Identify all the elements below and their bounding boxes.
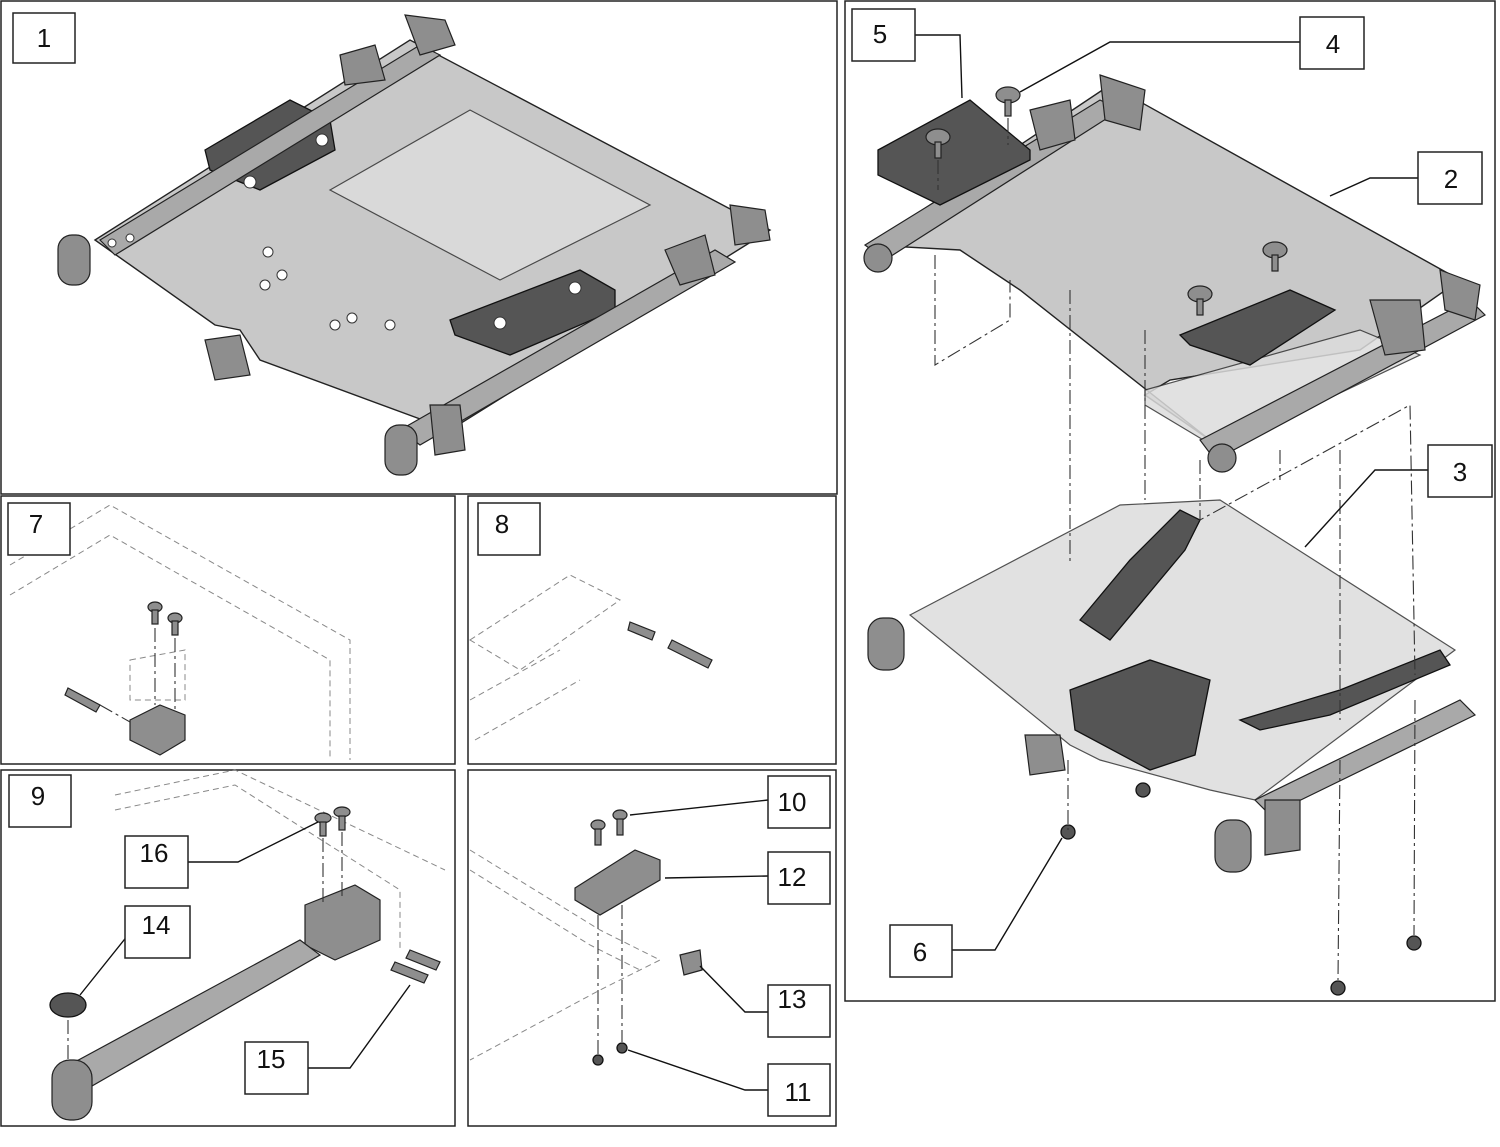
panel-7-number: 7 xyxy=(29,509,43,539)
callout-2: 2 xyxy=(1417,151,1483,205)
panel-7-drawing xyxy=(9,504,351,760)
panel-9-frame xyxy=(0,769,456,1127)
callout-11: 11 xyxy=(767,1063,831,1117)
callout-15-text: 15 xyxy=(257,1044,286,1074)
panel-8-frame xyxy=(467,495,837,765)
callout-10: 10 xyxy=(767,775,831,829)
panel-9-drawing xyxy=(49,769,446,1121)
panel-9-number: 9 xyxy=(31,781,45,811)
panel-8-drawing xyxy=(469,574,713,741)
panel-1-frame xyxy=(0,0,838,495)
panel-8-number: 8 xyxy=(495,509,509,539)
leader-lines xyxy=(79,34,1428,1091)
callout-10-text: 10 xyxy=(778,787,807,817)
callout-4-text: 4 xyxy=(1326,29,1340,59)
label-panel-9: 9 xyxy=(8,774,72,828)
exploded-tray-drawing xyxy=(863,74,1486,996)
callout-13: 13 xyxy=(767,984,831,1038)
callout-16: 16 xyxy=(124,835,189,889)
callout-2-text: 2 xyxy=(1444,164,1458,194)
assembled-tray-drawing xyxy=(57,14,772,476)
callout-15: 15 xyxy=(244,1041,309,1095)
callout-3-text: 3 xyxy=(1453,457,1467,487)
callout-14: 14 xyxy=(124,905,191,959)
label-panel-1: 1 xyxy=(12,12,76,64)
label-panel-7: 7 xyxy=(7,502,71,556)
callout-6: 6 xyxy=(889,924,953,978)
panel-10-drawing xyxy=(469,809,703,1066)
label-panel-8: 8 xyxy=(477,502,541,556)
callout-5-text: 5 xyxy=(873,19,887,49)
panel-main-exploded-frame xyxy=(844,0,1496,1002)
callout-14-text: 14 xyxy=(142,910,171,940)
callout-13-text: 13 xyxy=(778,984,807,1014)
panel-10-frame xyxy=(467,769,837,1127)
callout-16-text: 16 xyxy=(140,838,169,868)
callout-3: 3 xyxy=(1427,444,1493,498)
callout-11-text: 11 xyxy=(785,1077,812,1107)
callout-12-text: 12 xyxy=(778,862,807,892)
panel-7-frame xyxy=(0,495,456,765)
callout-4: 4 xyxy=(1299,16,1365,70)
callout-5: 5 xyxy=(851,8,916,62)
callout-12: 12 xyxy=(767,851,831,905)
panel-1-number: 1 xyxy=(37,23,51,53)
callout-6-text: 6 xyxy=(913,937,927,967)
